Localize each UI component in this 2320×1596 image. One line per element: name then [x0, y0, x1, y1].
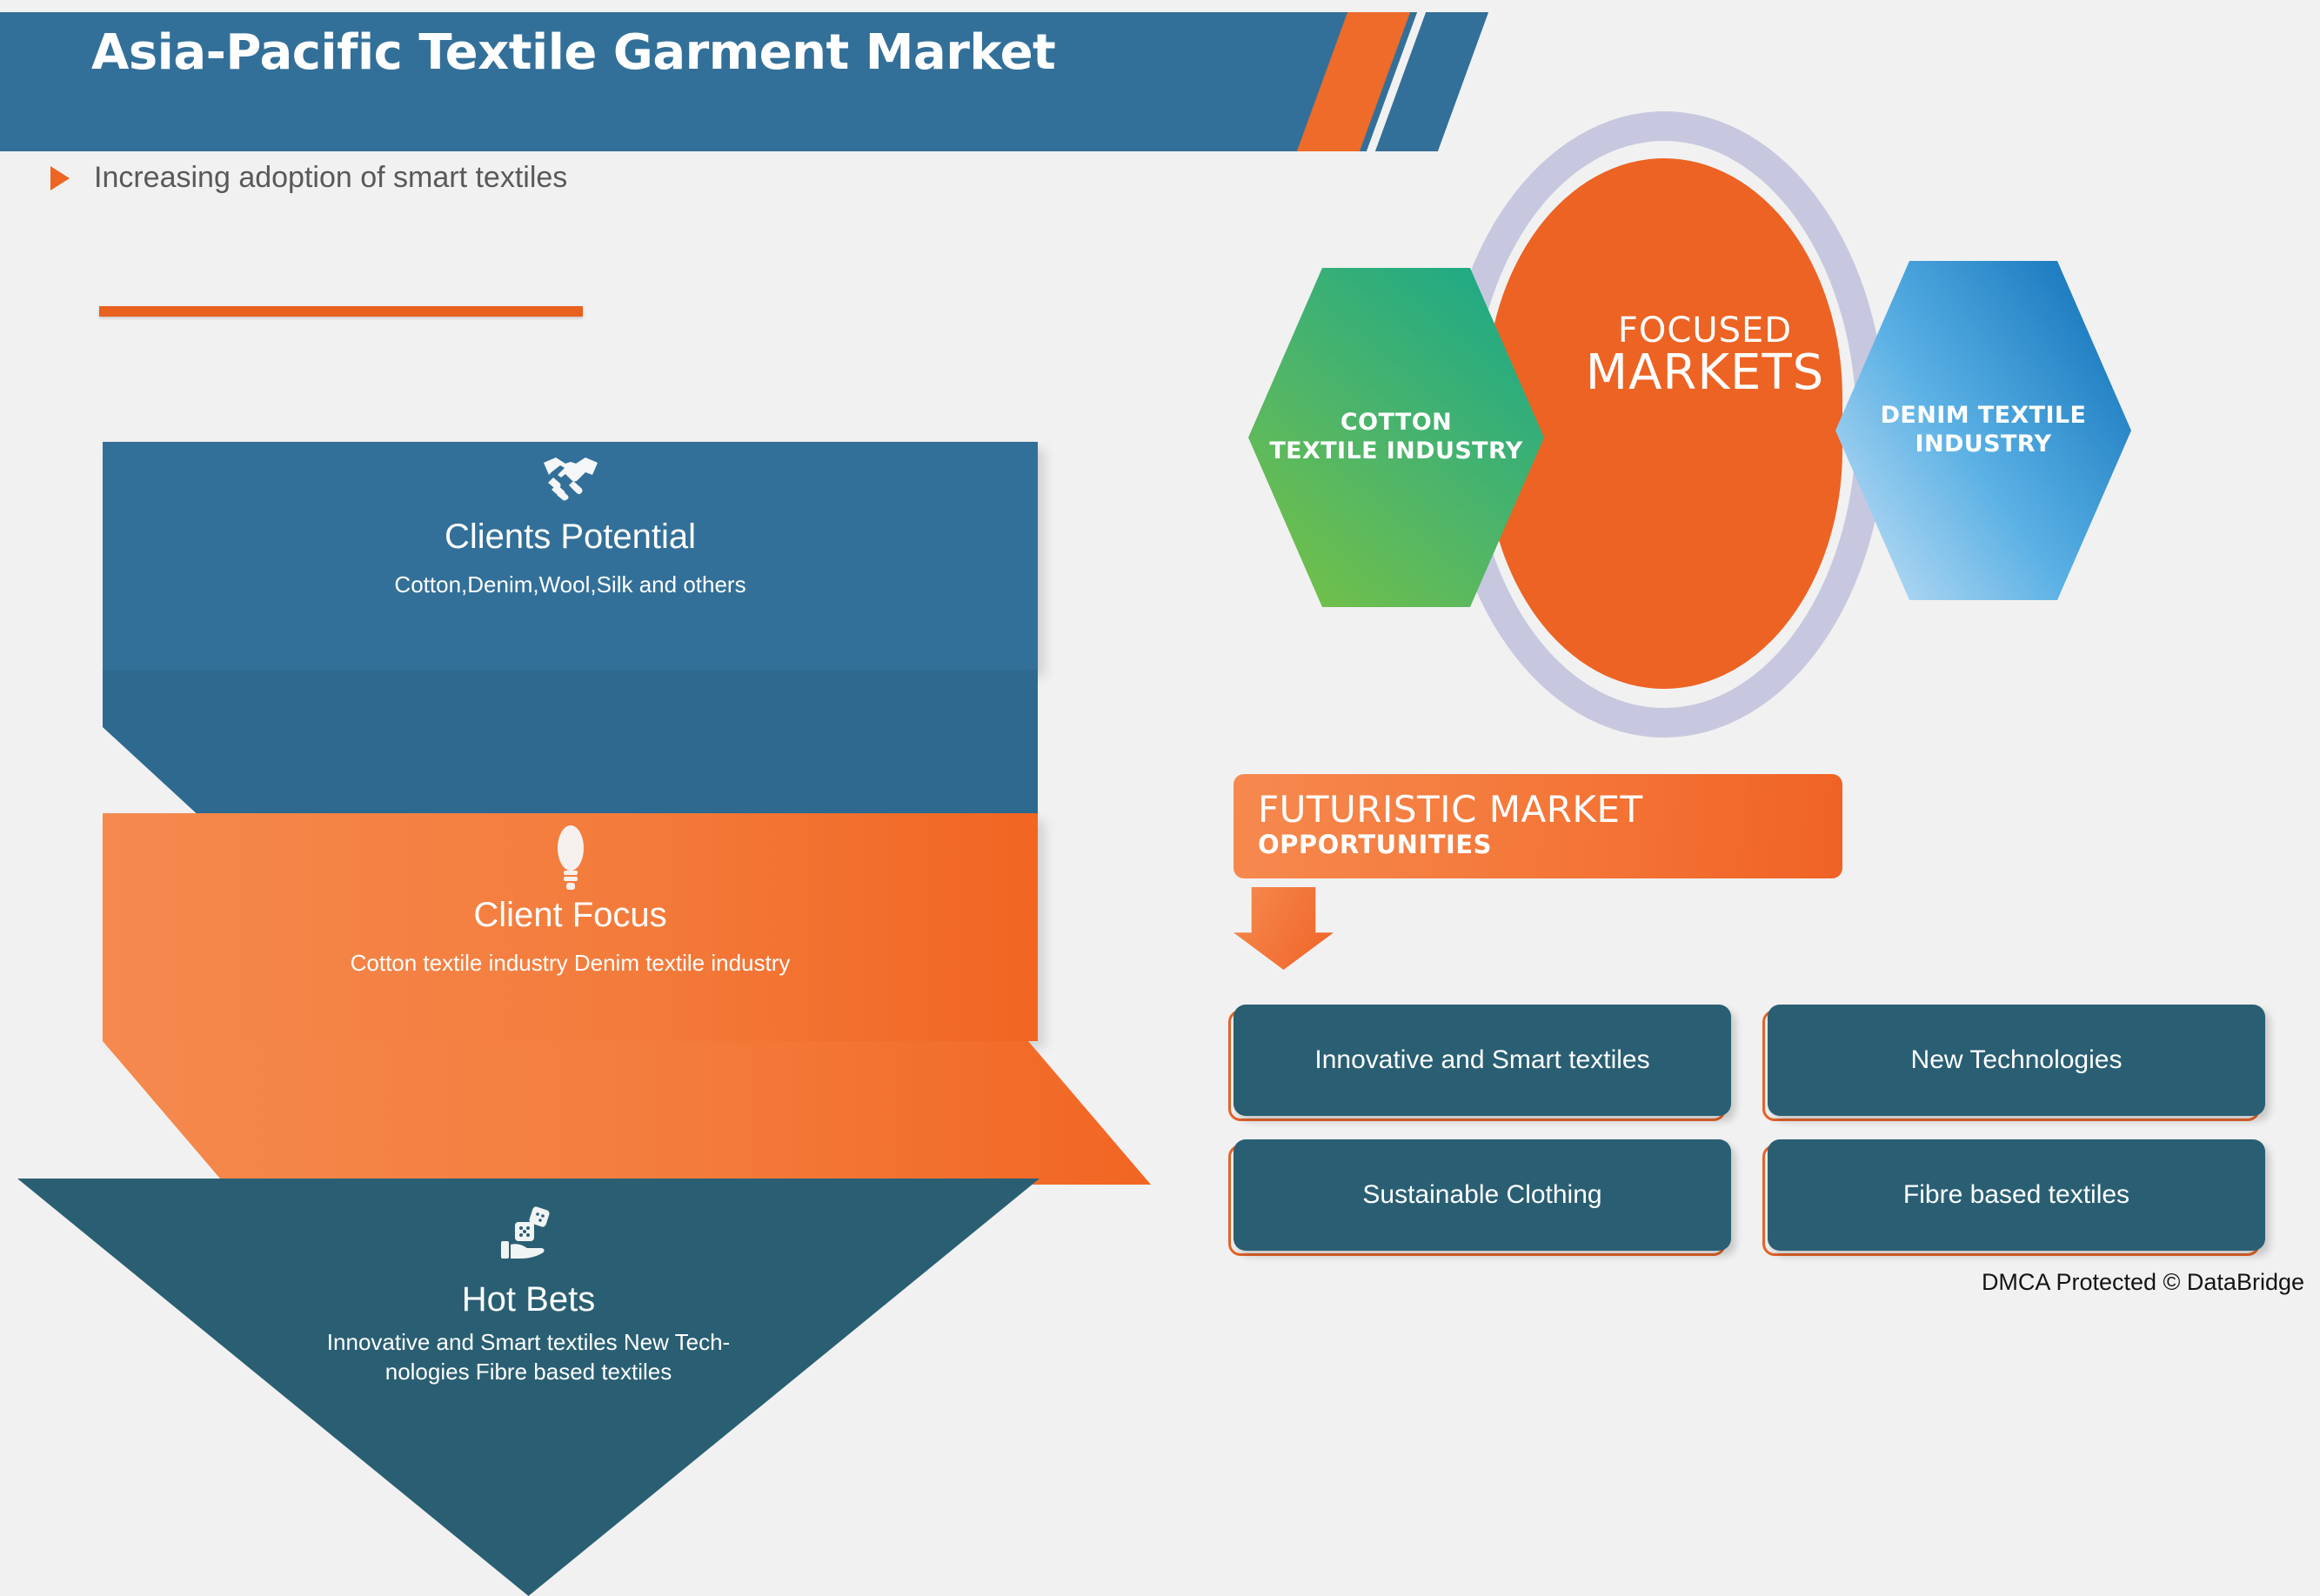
funnel-step-subtitle: Cotton,Denim,Wool,Silk and others — [394, 571, 746, 598]
funnel-connector-blue — [103, 670, 1038, 813]
subtitle-text: Increasing adoption of smart textiles — [94, 161, 568, 194]
opportunity-card-label: Innovative and Smart textiles — [1314, 1045, 1650, 1074]
handshake-icon — [103, 454, 1038, 501]
card-shell: Innovative and Smart textiles — [1228, 1005, 1731, 1121]
funnel-step-title: Hot Bets — [461, 1280, 596, 1319]
futuristic-market-banner: FUTURISTIC MARKET OPPORTUNITIES — [1234, 774, 1842, 878]
funnel-connector-orange — [103, 1041, 1155, 1185]
header-band — [0, 12, 1305, 151]
infographic-canvas: Asia-Pacific Textile Garment Market Incr… — [0, 12, 2320, 1596]
funnel-step-subtitle-line2: nologies Fibre based textiles — [384, 1359, 672, 1385]
funnel-step-subtitle-line1: Innovative and Smart textiles New Tech- — [326, 1329, 731, 1355]
triangle-right-icon — [50, 165, 70, 190]
focused-markets-line2: MARKETS — [1585, 344, 1825, 401]
opportunity-card-label: Fibre based textiles — [1902, 1180, 2130, 1209]
funnel-step-title: Clients Potential — [444, 518, 697, 556]
hex-label-line2: INDUSTRY — [1915, 431, 2052, 457]
subtitle-row: Increasing adoption of smart textiles — [50, 161, 567, 195]
opportunity-cards: Innovative and Smart textiles New Techno… — [1228, 1005, 2272, 1283]
hex-label: DENIM TEXTILE INDUSTRY — [1869, 402, 2099, 459]
accent-rule — [99, 306, 583, 317]
futuristic-market-line1: FUTURISTIC MARKET — [1258, 788, 1643, 831]
focused-markets-diagram: COTTON TEXTILE INDUSTRY DENIM TEXTILE IN… — [1209, 104, 2320, 783]
hex-label: COTTON TEXTILE INDUSTRY — [1257, 409, 1534, 466]
opportunity-card-label: New Technologies — [1910, 1045, 2123, 1074]
hex-denim-textile-industry: DENIM TEXTILE INDUSTRY — [1835, 261, 2131, 600]
card-shell: New Technologies — [1762, 1005, 2265, 1121]
lightbulb-icon — [103, 824, 1038, 891]
opportunity-card[interactable]: Sustainable Clothing — [1234, 1139, 1731, 1251]
page-title: Asia-Pacific Textile Garment Market — [91, 24, 1056, 81]
card-shell: Sustainable Clothing — [1228, 1139, 1731, 1256]
funnel-step-hot-bets: Hot Bets Innovative and Smart textiles N… — [17, 1179, 1040, 1596]
opportunity-card[interactable]: Fibre based textiles — [1768, 1139, 2265, 1251]
opportunity-card-label: Sustainable Clothing — [1362, 1180, 1602, 1209]
arrow-down-icon — [1234, 887, 1334, 970]
funnel-step-title: Client Focus — [473, 896, 667, 934]
hex-label-line1: COTTON — [1340, 409, 1453, 437]
funnel-step-client-focus: Client Focus Cotton textile industry Den… — [103, 813, 1038, 1041]
hex-label-line1: DENIM TEXTILE — [1880, 402, 2087, 430]
funnel-step-subtitle: Cotton textile industry Denim textile in… — [350, 950, 791, 976]
futuristic-market-line2: OPPORTUNITIES — [1258, 830, 1493, 859]
focused-markets-blob — [1486, 158, 1842, 689]
focused-markets-line1: FOCUSED — [1617, 311, 1793, 351]
opportunity-card[interactable]: New Technologies — [1768, 1005, 2265, 1116]
opportunity-card[interactable]: Innovative and Smart textiles — [1234, 1005, 1731, 1116]
funnel-step-clients-potential: Clients Potential Cotton,Denim,Wool,Silk… — [103, 442, 1038, 670]
hand-dice-icon — [17, 1203, 1040, 1260]
dmca-notice: DMCA Protected © DataBridge — [1981, 1269, 2304, 1295]
card-shell: Fibre based textiles — [1762, 1139, 2265, 1256]
funnel-diagram: Clients Potential Cotton,Denim,Wool,Silk… — [0, 426, 1151, 1596]
hex-label-line2: TEXTILE INDUSTRY — [1269, 437, 1523, 464]
focused-markets-label: FOCUSED MARKETS — [1575, 313, 1835, 399]
